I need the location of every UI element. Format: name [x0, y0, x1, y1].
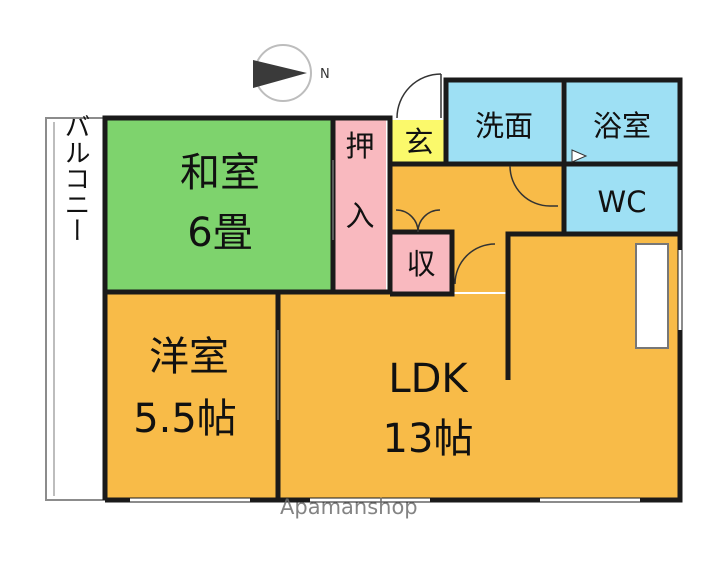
balcony — [45, 117, 105, 501]
shuno-label: 収 — [406, 247, 435, 281]
room-senmen — [447, 82, 561, 162]
watermark: Apamanshop — [280, 495, 418, 519]
compass-north-label: N — [320, 67, 330, 82]
oshiire-char-1: 押 — [345, 129, 374, 163]
windows — [130, 250, 682, 502]
yokushitsu-label: 浴室 — [593, 109, 651, 143]
balcony-label: バルコニー — [60, 113, 90, 243]
kitchen-counter — [635, 243, 669, 349]
hall — [392, 162, 564, 234]
room-yokushitsu — [566, 82, 678, 162]
washitsu-size: 6畳 — [187, 210, 252, 256]
room-shuno — [392, 234, 450, 292]
youshitsu-name: 洋室 — [149, 334, 229, 380]
youshitsu-size: 5.5帖 — [133, 396, 237, 442]
compass-icon — [253, 44, 312, 102]
senmen-label: 洗面 — [475, 109, 533, 143]
room-wc — [566, 166, 678, 232]
room-youshitsu — [107, 294, 277, 500]
ldk-name: LDK — [388, 356, 469, 402]
room-washitsu — [107, 120, 333, 290]
room-genkan — [392, 120, 444, 162]
genkan-label: 玄 — [404, 125, 433, 159]
washitsu-name: 和室 — [180, 150, 260, 196]
room-oshiire — [333, 120, 386, 290]
sliding-door-marks — [277, 160, 334, 420]
door-swings — [395, 73, 558, 285]
room-ldk — [280, 294, 678, 500]
ldk-size: 13帖 — [383, 416, 474, 462]
oshiire-char-2: 入 — [345, 199, 374, 233]
wc-label: WC — [598, 185, 647, 219]
